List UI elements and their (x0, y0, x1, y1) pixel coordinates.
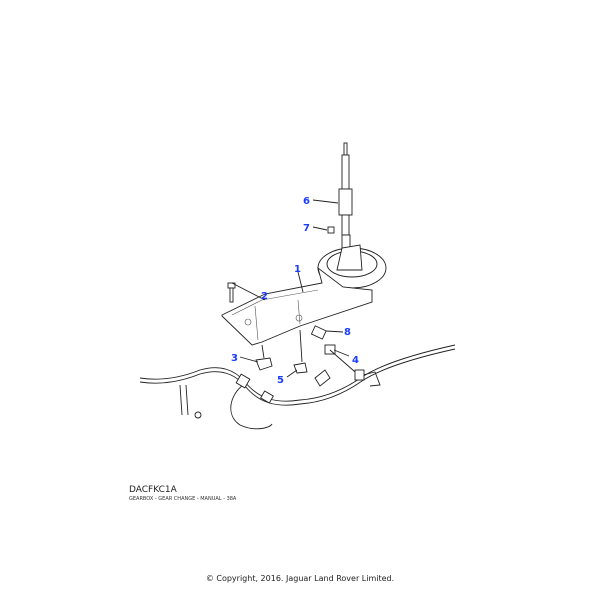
callout-1: 1 (294, 264, 301, 275)
gear-housing (221, 244, 387, 346)
bracket-3 (255, 357, 273, 371)
bracket-5 (293, 362, 308, 374)
callout-6: 6 (303, 196, 310, 207)
wiring-harness (139, 329, 456, 430)
callout-5: 5 (277, 375, 284, 386)
diagram-code: DACFKC1A (129, 485, 177, 495)
callout-8: 8 (344, 327, 351, 338)
diagram-description: GEARBOX - GEAR CHANGE - MANUAL - 38A (129, 496, 237, 502)
clip-4 (324, 344, 336, 355)
callout-7: 7 (303, 223, 310, 234)
callout-3: 3 (231, 353, 238, 364)
callout-2: 2 (261, 291, 268, 302)
callout-4: 4 (352, 355, 359, 366)
gear-lever (338, 142, 353, 251)
switch (310, 325, 327, 340)
bolt-7 (327, 226, 335, 234)
bolt (227, 282, 236, 303)
callout-labels: 1 2 3 4 5 6 7 8 (231, 196, 359, 386)
copyright: © Copyright, 2016. Jaguar Land Rover Lim… (205, 574, 395, 583)
leader-lines (231, 199, 350, 378)
